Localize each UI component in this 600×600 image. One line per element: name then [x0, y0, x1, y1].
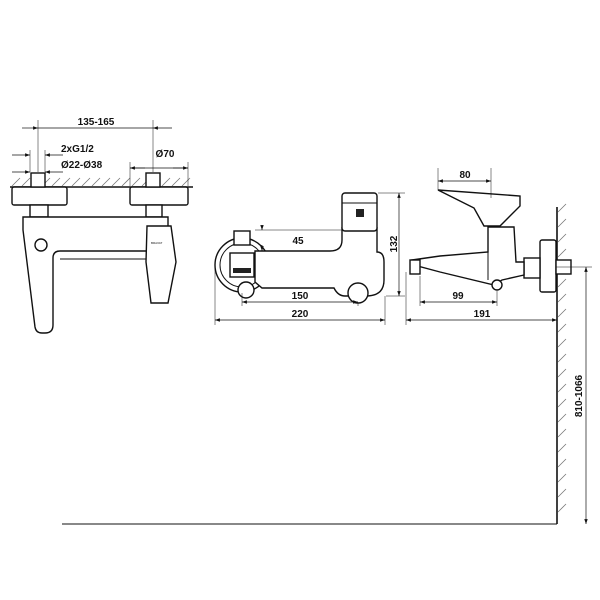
dim-connection-thread: 2xG1/2 — [61, 144, 94, 155]
dim-installation-height-range: 810-1066 — [574, 374, 585, 417]
aerator-outlet — [34, 238, 48, 252]
lever-handle-side — [437, 189, 521, 227]
handle-indicator — [356, 209, 364, 217]
dim-overall-width: 220 — [292, 309, 309, 320]
side-view: 80 99 191 810-1066 — [62, 168, 592, 525]
right-rosette — [129, 186, 189, 206]
top-left-cap — [233, 230, 251, 246]
top-left-connector — [229, 252, 255, 278]
left-connector-pipe — [30, 172, 46, 188]
dim-spout-gap: 45 — [292, 236, 304, 247]
dim-spout-reach: 99 — [452, 291, 464, 302]
top-right-nut — [347, 282, 369, 304]
dim-handle-width: 80 — [459, 170, 471, 181]
top-view: 132 45 150 220 — [214, 192, 405, 325]
right-eccentric — [145, 204, 163, 218]
right-connector-pipe — [145, 172, 161, 188]
side-nut — [491, 279, 503, 291]
side-eccentric — [523, 257, 541, 279]
dim-body-center-width: 150 — [292, 291, 309, 302]
side-rosette — [539, 239, 557, 293]
side-aerator — [409, 259, 421, 275]
front-view: BRAVAT 135-165 2xG1/2 Ø22-Ø38 Ø70 — [10, 117, 193, 334]
mixer-body-top — [254, 227, 385, 297]
left-rosette — [11, 186, 68, 206]
brand-mark: BRAVAT — [151, 241, 163, 245]
wall-hatching — [11, 177, 191, 187]
dim-rosette-diameter-range: Ø22-Ø38 — [61, 160, 103, 171]
side-wall-hatching — [557, 203, 567, 513]
mixer-body-front — [22, 216, 169, 334]
dim-rosette-diameter: Ø70 — [156, 149, 175, 160]
dim-spacing-range: 135-165 — [78, 117, 115, 128]
mixer-body-side — [411, 226, 525, 286]
dim-body-height: 132 — [389, 235, 400, 252]
lever-handle-front — [145, 225, 177, 304]
left-eccentric — [29, 204, 49, 218]
dim-spout-reach-to-wall: 191 — [474, 309, 491, 320]
top-left-nut — [237, 281, 255, 299]
